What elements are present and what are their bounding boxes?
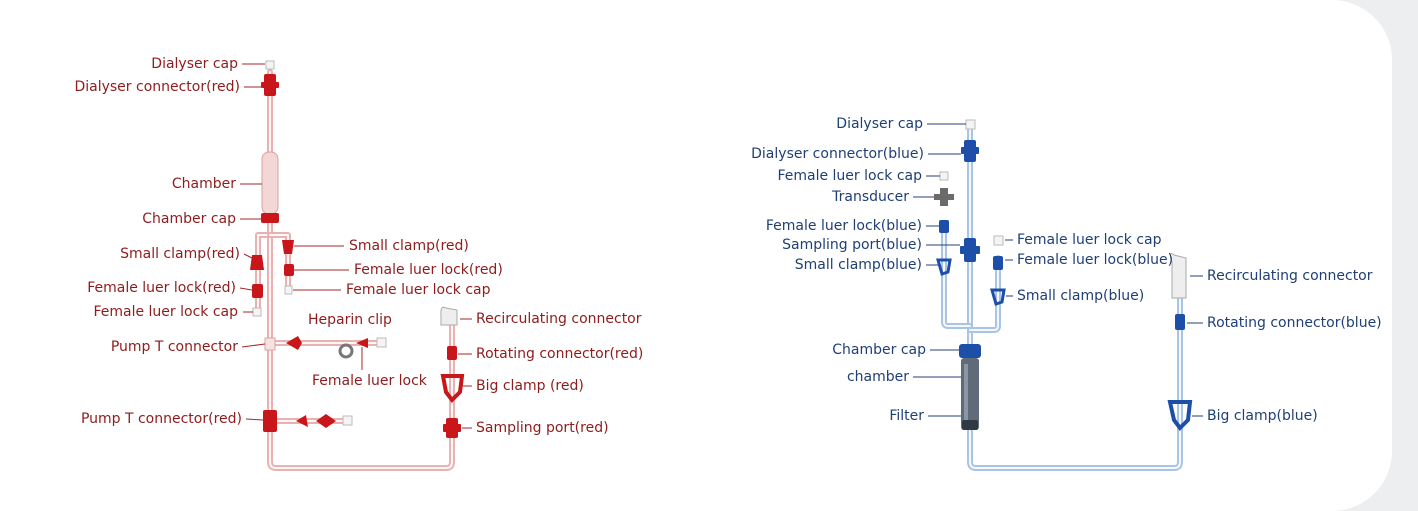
label-small-clamp-left-blue: Small clamp(blue) [795,257,922,273]
label-big-clamp-red: Big clamp (red) [476,378,584,394]
label-heparin-clip: Heparin clip [308,312,392,328]
label-big-clamp-blue: Big clamp(blue) [1207,408,1318,424]
label-small-clamp-right-blue: Small clamp(blue) [1017,288,1144,304]
label-small-clamp-left-red: Small clamp(red) [120,246,240,262]
label-rotating-connector-red: Rotating connector(red) [476,346,643,362]
label-female-luer-lock-cap-right-blue: Female luer lock cap [1017,232,1162,248]
blue-labels: Dialyser cap Dialyser connector(blue) Fe… [751,116,1382,424]
red-dialyser-cap-shape [265,60,275,70]
label-dialyser-connector-red: Dialyser connector(red) [74,79,240,95]
red-small-clamp-left-shape [250,255,264,270]
label-dialyser-cap-red: Dialyser cap [151,56,238,72]
label-dialyser-connector-blue: Dialyser connector(blue) [751,146,924,162]
label-dialyser-cap-blue: Dialyser cap [836,116,923,132]
label-female-luer-lock-cap-right-red: Female luer lock cap [346,282,491,298]
label-female-luer-lock-left-red: Female luer lock(red) [87,280,236,296]
label-chamber-cap-blue: Chamber cap [832,342,926,358]
label-sampling-port-blue: Sampling port(blue) [782,237,922,253]
label-pump-t-connector: Pump T connector [111,339,238,355]
red-leaders [239,63,472,429]
label-female-luer-lock-red: Female luer lock [312,373,428,389]
label-filter-blue: Filter [889,408,924,424]
label-rotating-connector-blue: Rotating connector(blue) [1207,315,1382,331]
label-small-clamp-right-red: Small clamp(red) [349,238,469,254]
red-chamber-cap-shape [261,213,279,223]
red-bloodline [250,60,465,471]
red-big-clamp-shape [440,374,465,404]
red-small-clamp-right-shape [282,240,294,254]
label-chamber-red: Chamber [172,176,236,192]
label-female-luer-lock-right-red: Female luer lock(red) [354,262,503,278]
label-sampling-port-red: Sampling port(red) [476,420,609,436]
label-female-luer-lock-blue: Female luer lock(blue) [766,218,922,234]
blue-bloodline [934,119,1193,471]
blue-leaders [913,123,1203,417]
red-recirculating-connector-shape [440,306,458,326]
label-chamber-blue: chamber [847,369,909,385]
label-female-luer-lock-cap-left-red: Female luer lock cap [93,304,238,320]
label-transducer-blue: Transducer [831,189,909,205]
red-labels: Dialyser cap Dialyser connector(red) Cha… [74,56,643,436]
red-chamber [261,151,279,215]
label-pump-t-connector-red: Pump T connector(red) [81,411,242,427]
label-chamber-cap-red: Chamber cap [142,211,236,227]
label-female-luer-lock-right-blue: Female luer lock(blue) [1017,252,1173,268]
label-recirculating-connector-blue: Recirculating connector [1207,268,1373,284]
label-female-luer-lock-cap-blue: Female luer lock cap [777,168,922,184]
label-recirculating-connector-red: Recirculating connector [476,311,642,327]
